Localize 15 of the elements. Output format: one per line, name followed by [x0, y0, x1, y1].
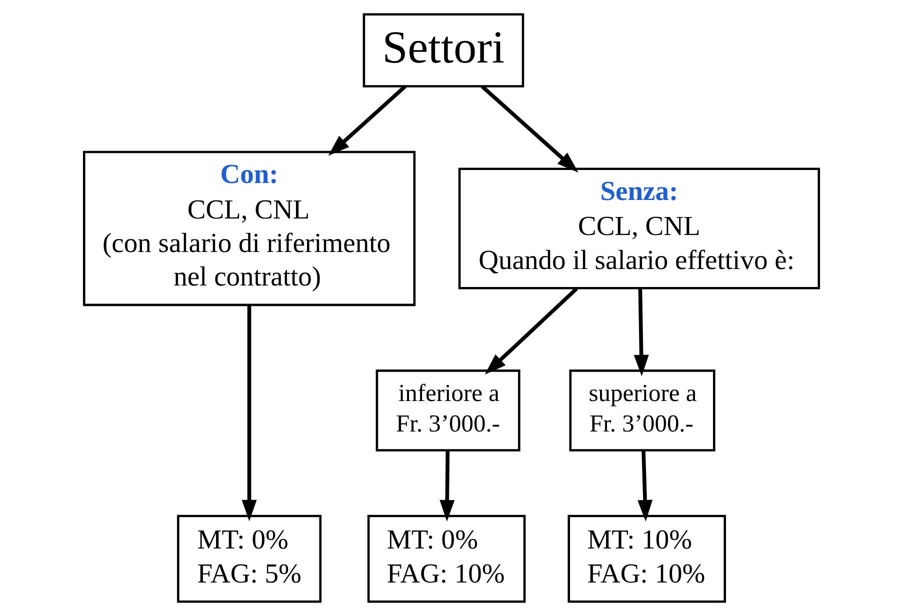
arrow: [633, 288, 648, 376]
node-box: MT: 0% FAG: 10%: [366, 514, 526, 603]
node-box: Con: CCL, CNL (con salario di riferimento nel contratto): [82, 150, 416, 306]
node-box: Settori: [362, 13, 524, 88]
arrow: [328, 85, 406, 156]
node-box: Senza: CCL, CNL Quando il salario effettivo è:: [458, 168, 820, 290]
arrow: [480, 85, 578, 172]
node-box: MT: 0% FAG: 5%: [176, 514, 322, 603]
node-box: superiore a Fr. 3’000.-: [568, 370, 715, 452]
arrow: [241, 305, 256, 522]
arrow: [484, 287, 578, 374]
node-box: MT: 10% FAG: 10%: [567, 514, 726, 603]
arrow: [637, 450, 652, 522]
node-box: inferiore a Fr. 3’000.-: [375, 370, 520, 452]
arrow: [439, 450, 454, 522]
